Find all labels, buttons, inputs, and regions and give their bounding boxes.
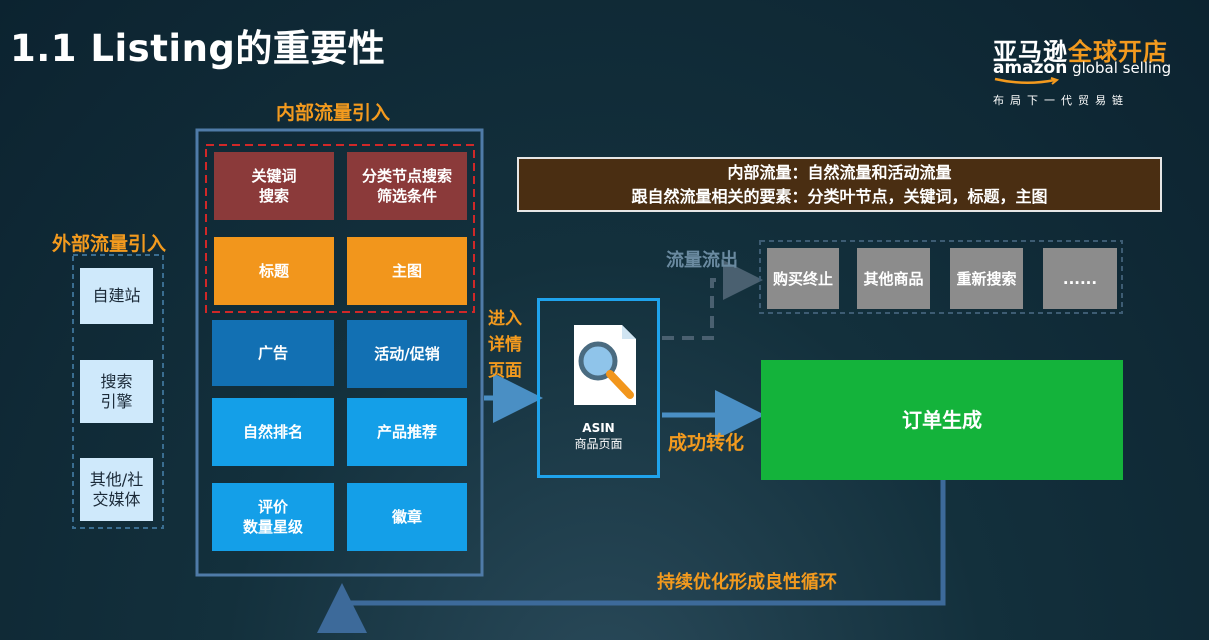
outflow-dashed-frame bbox=[759, 240, 1123, 314]
logo-cn: 亚马逊全球开店 bbox=[993, 32, 1168, 67]
main-image-box: 主图 bbox=[347, 237, 467, 305]
outflow-item-other-products: 其他商品 bbox=[857, 248, 930, 309]
title-box: 标题 bbox=[214, 237, 334, 305]
external-traffic-heading: 外部流量引入 bbox=[52, 233, 167, 255]
recommend-box: 产品推荐 bbox=[347, 398, 467, 466]
page-title: 1.1 Listing的重要性 bbox=[10, 27, 386, 70]
external-dashed-frame bbox=[72, 254, 164, 529]
logo-en: amazon global selling bbox=[993, 58, 1171, 78]
asin-page-box: ASIN 商品页面 bbox=[537, 298, 660, 478]
organic-rank-box: 自然排名 bbox=[212, 398, 334, 466]
external-item-search-engine: 搜索 引擎 bbox=[80, 360, 153, 423]
magnifier-document-icon bbox=[574, 325, 636, 405]
external-item-social: 其他/社 交媒体 bbox=[80, 458, 153, 521]
order-generated-box: 订单生成 bbox=[761, 360, 1123, 480]
logo-en-part1: amazon bbox=[993, 58, 1068, 78]
reviews-box: 评价 数量星级 bbox=[212, 483, 334, 551]
asin-sublabel: 商品页面 bbox=[574, 437, 623, 451]
outflow-item-more: ...... bbox=[1043, 248, 1117, 309]
outflow-item-research: 重新搜索 bbox=[950, 248, 1023, 309]
ads-box: 广告 bbox=[212, 320, 334, 386]
outflow-item-purchase-end: 购买终止 bbox=[767, 248, 839, 309]
outflow-heading: 流量流出 bbox=[666, 250, 738, 271]
arrow-loop bbox=[317, 480, 946, 633]
logo-en-part2: global selling bbox=[1067, 59, 1172, 77]
logo-subtitle: 布局下一代贸易链 bbox=[993, 94, 1129, 107]
asin-label: ASIN bbox=[582, 421, 615, 435]
conversion-label: 成功转化 bbox=[668, 432, 745, 454]
category-filter-box: 分类节点搜索 筛选条件 bbox=[347, 152, 467, 220]
badge-box: 徽章 bbox=[347, 483, 467, 551]
internal-frame bbox=[195, 128, 484, 577]
external-item-site: 自建站 bbox=[80, 268, 153, 324]
natural-factors-dashed-frame bbox=[205, 144, 475, 313]
info-box: 内部流量：自然流量和活动流量 跟自然流量相关的要素：分类叶节点，关键词，标题，主… bbox=[517, 157, 1162, 212]
amazon-smile-icon bbox=[994, 77, 1060, 85]
internal-traffic-heading: 内部流量引入 bbox=[276, 102, 391, 124]
keyword-search-box: 关键词 搜索 bbox=[214, 152, 334, 220]
loop-label: 持续优化形成良性循环 bbox=[657, 572, 837, 593]
info-line-1: 内部流量：自然流量和活动流量 bbox=[727, 163, 952, 182]
arrow-outflow bbox=[662, 260, 763, 340]
logo-cn-part1: 亚马逊 bbox=[993, 38, 1068, 66]
info-line-2: 跟自然流量相关的要素：分类叶节点，关键词，标题，主图 bbox=[631, 187, 1048, 206]
promo-box: 活动/促销 bbox=[347, 320, 467, 388]
logo-cn-part2: 全球开店 bbox=[1068, 38, 1168, 66]
enter-detail-label: 进入 详情 页面 bbox=[488, 309, 522, 381]
